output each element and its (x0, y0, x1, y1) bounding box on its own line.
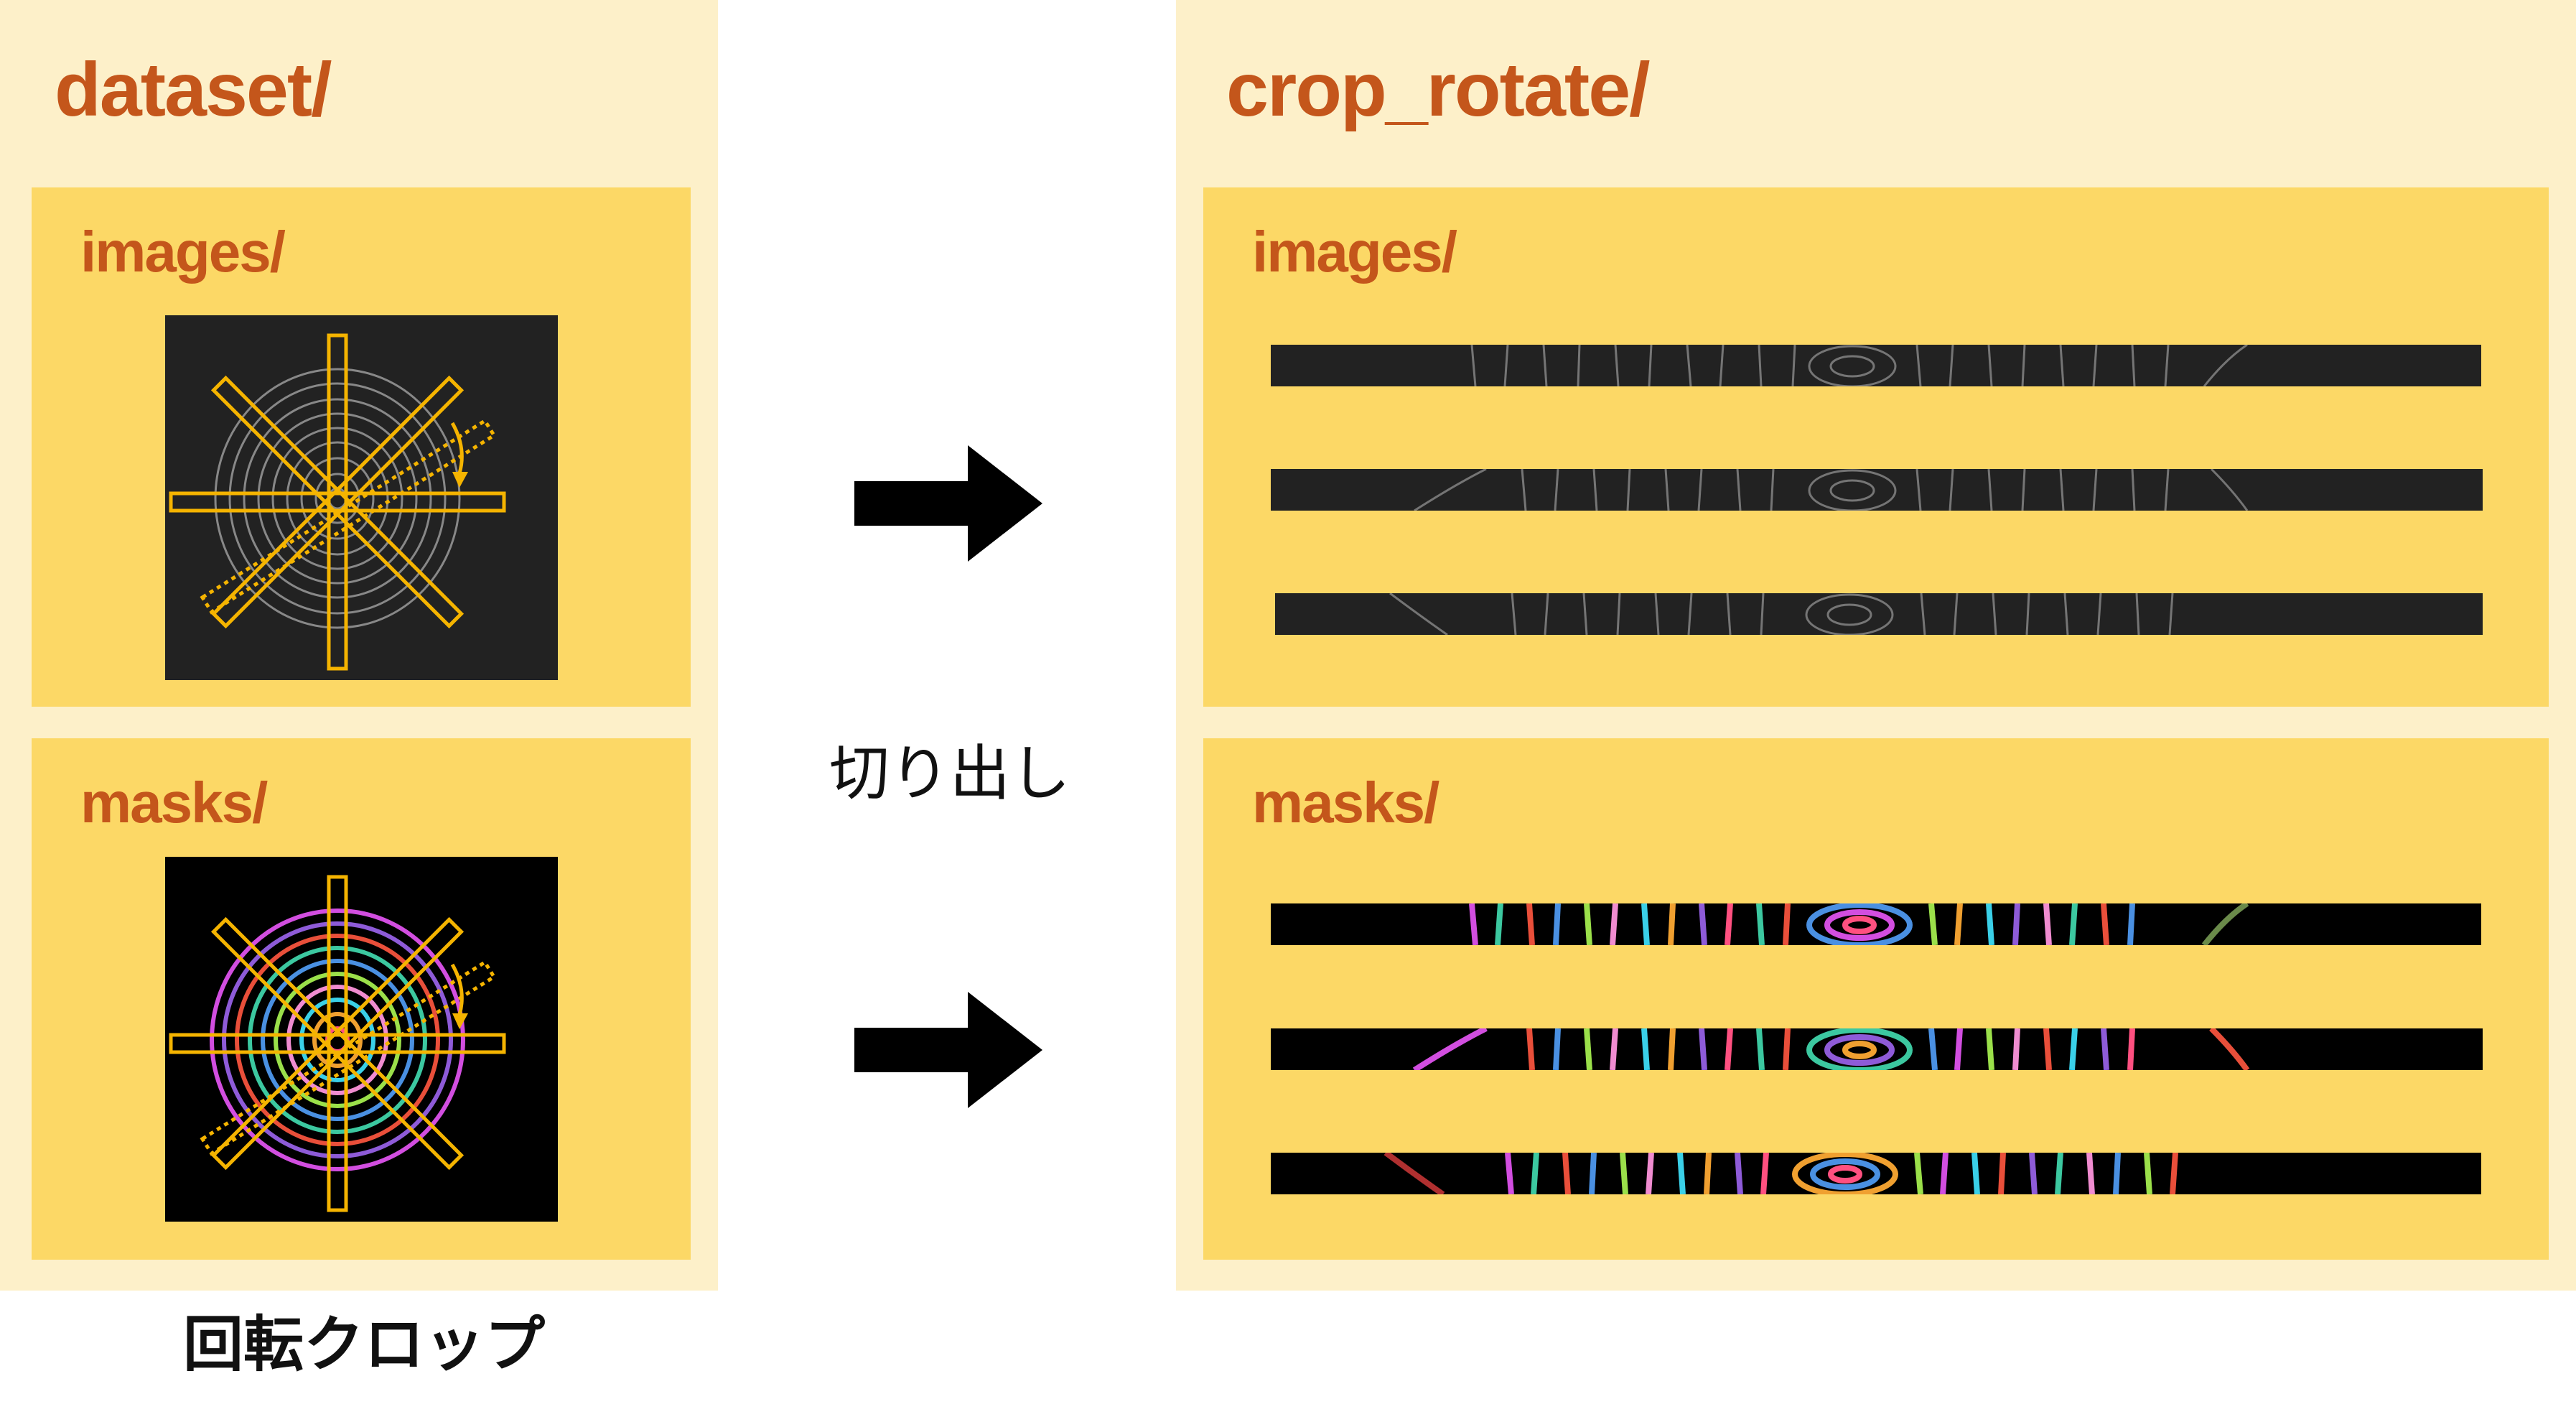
crop-rotate-title: crop_rotate/ (1226, 47, 1651, 132)
crop-rotate-images-folder: images/ (1203, 187, 2549, 707)
dataset-images-folder: images/ (32, 187, 691, 707)
dataset-masks-folder: masks/ (32, 738, 691, 1260)
dataset-panel: dataset/ images/ (0, 0, 718, 1291)
crop-rotate-panel: crop_rotate/ images/ (1176, 0, 2576, 1291)
dataset-images-label: images/ (80, 220, 286, 284)
cropped-image-strip (1271, 469, 2483, 511)
source-mask-thumbnail (165, 857, 558, 1222)
right-arrow-icon (854, 445, 1042, 562)
source-image-thumbnail (165, 315, 558, 680)
cropped-mask-strip (1271, 1028, 2483, 1070)
dataset-title: dataset/ (55, 47, 332, 132)
cropped-image-strip (1271, 345, 2481, 386)
cropped-mask-strip (1271, 903, 2481, 945)
cropped-mask-strip (1271, 1153, 2481, 1194)
right-arrow-icon (854, 992, 1042, 1108)
crop-rotate-masks-label: masks/ (1252, 771, 1439, 835)
crop-rotate-masks-folder: masks/ (1203, 738, 2549, 1260)
crop-out-caption: 切り出し (829, 738, 1071, 809)
crop-rotate-images-label: images/ (1252, 220, 1457, 284)
rotation-crop-caption: 回転クロップ (183, 1309, 546, 1380)
rotation-arrow-icon (450, 422, 464, 474)
cropped-image-strip (1275, 593, 2483, 635)
dataset-masks-label: masks/ (80, 771, 268, 835)
